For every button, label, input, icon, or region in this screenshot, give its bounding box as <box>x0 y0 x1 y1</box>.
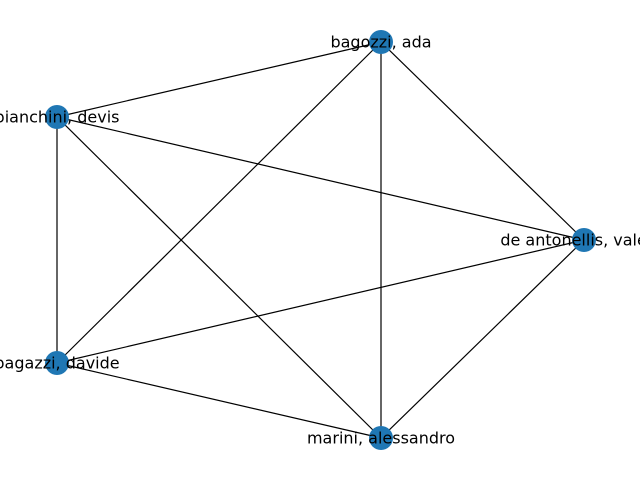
node-valeria <box>572 228 596 252</box>
edge-davide-valeria <box>56 239 585 364</box>
node-label-valeria: de antonellis, valeria <box>500 231 640 250</box>
edge-ada-davide <box>56 41 382 364</box>
node-davide <box>45 351 69 375</box>
node-label-alessandro: marini, alessandro <box>307 429 455 448</box>
edge-devis-alessandro <box>56 116 382 439</box>
edge-valeria-alessandro <box>380 239 585 439</box>
edge-ada-valeria <box>380 41 585 241</box>
labels-layer: bagozzi, ada bianchini, devis de antonelli… <box>0 33 640 448</box>
nodes-layer <box>45 30 596 450</box>
node-alessandro <box>369 426 393 450</box>
node-label-davide: bagazzi, davide <box>0 354 120 373</box>
node-ada <box>369 30 393 54</box>
node-label-ada: bagozzi, ada <box>330 33 431 52</box>
node-label-devis: bianchini, devis <box>0 108 119 127</box>
edges-layer <box>56 41 585 439</box>
edge-davide-alessandro <box>56 362 382 439</box>
edge-devis-ada <box>56 41 382 118</box>
edge-devis-valeria <box>56 116 585 241</box>
node-devis <box>45 105 69 129</box>
